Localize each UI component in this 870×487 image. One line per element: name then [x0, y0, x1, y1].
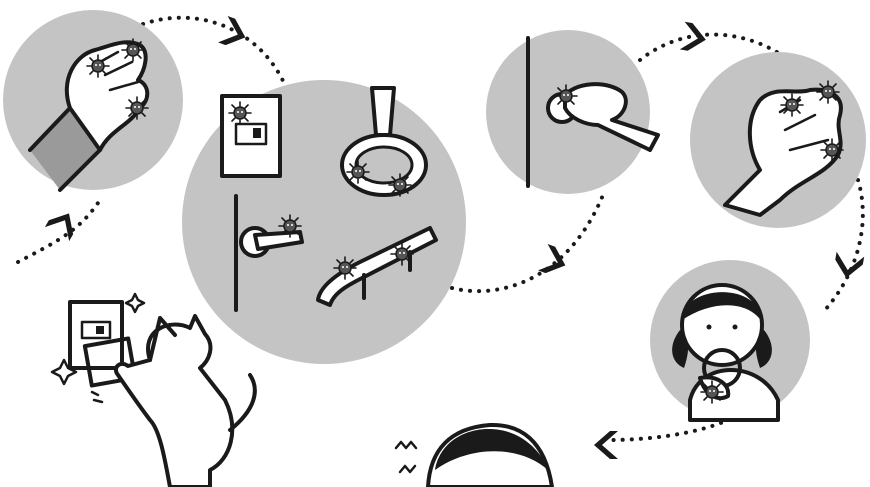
eating-child-icon — [650, 260, 810, 420]
sick-child-icon — [396, 425, 552, 487]
doorknob-icon — [486, 30, 658, 194]
germ-hand-icon — [3, 10, 183, 190]
light-switch-icon — [222, 96, 280, 176]
germ-hand-icon — [690, 52, 866, 228]
